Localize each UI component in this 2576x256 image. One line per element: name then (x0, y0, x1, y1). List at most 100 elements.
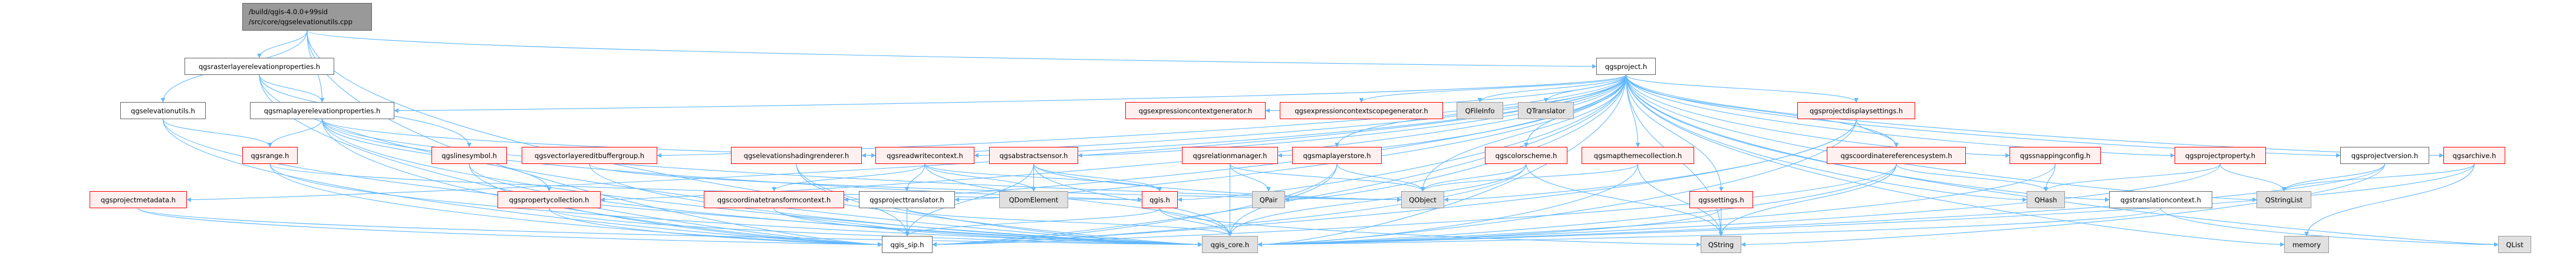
edge-projprop-to-qhash (2043, 163, 2221, 192)
graph-node-label: qgspropertycollection.h (509, 195, 589, 204)
graph-node-colorscheme[interactable]: qgscolorscheme.h (1485, 147, 1567, 164)
graph-node-qhash[interactable]: QHash (2027, 191, 2065, 208)
graph-node-ctctx[interactable]: qgscoordinatetransformcontext.h (704, 191, 844, 208)
edge-archive-to-memory (2304, 163, 2475, 237)
root-node-label-line: /build/qgis-4.0.0+99sid (249, 7, 328, 16)
edge-projver-to-qstring (1741, 163, 2386, 247)
edge-relmgr-to-qobject (1229, 163, 1425, 192)
graph-node-label: QDomElement (1009, 195, 1059, 204)
edge-project-to-memory (1625, 74, 2285, 247)
edge-snapcfg-to-qgiscore (1257, 163, 2056, 247)
graph-node-label: qgsexpressioncontextgenerator.h (1138, 106, 1253, 115)
graph-node-label: qgssnappingconfig.h (2020, 151, 2091, 160)
graph-node-label: qgstranslationcontext.h (2120, 195, 2201, 204)
graph-node-label: QFileInfo (1465, 106, 1495, 115)
edge-project-to-qfileinfo (1477, 74, 1627, 103)
graph-node-label: qgis_sip.h (890, 240, 924, 249)
edge-ctctx-to-qgissip (773, 208, 910, 237)
graph-node-rasterelev[interactable]: qgsrasterlayerelevationproperties.h (185, 58, 334, 75)
edge-archive-to-qstringlist (2281, 163, 2475, 192)
edge-range-to-qgissip (269, 163, 882, 247)
graph-node-label: qgselevationutils.h (131, 106, 195, 115)
edge-project-to-abssensor (1078, 74, 1627, 158)
edge-crs-to-qstring (1718, 163, 1897, 237)
graph-node-crs[interactable]: qgscoordinatereferencesystem.h (1827, 147, 1966, 164)
graph-node-projver[interactable]: qgsprojectversion.h (2340, 147, 2429, 164)
edge-project-to-projver (1625, 74, 2341, 158)
graph-node-label: QHash (2034, 195, 2057, 204)
graph-node-qobject[interactable]: QObject (1401, 191, 1444, 208)
edge-archive-to-qgiscore (1257, 163, 2475, 247)
edge-vleditbuf-to-qobject (589, 163, 1402, 202)
graph-node-projprop[interactable]: qgsprojectproperty.h (2175, 147, 2266, 164)
graph-node-qpair[interactable]: QPair (1252, 191, 1285, 208)
graph-node-abssensor[interactable]: qgsabstractsensor.h (989, 147, 1078, 164)
edge-projmeta-to-qgissip (137, 208, 882, 247)
graph-node-elevshade[interactable]: qgselevationshadingrenderer.h (731, 147, 862, 164)
edge-project-to-settings (1625, 74, 1724, 192)
graph-node-qstringlist[interactable]: QStringList (2257, 191, 2311, 208)
graph-node-archive[interactable]: qgsarchive.h (2443, 147, 2505, 164)
edge-projtrans-to-qgissip (905, 208, 910, 237)
edge-abssensor-to-qgissip (905, 163, 1035, 237)
graph-node-qgissip[interactable]: qgis_sip.h (882, 236, 933, 253)
edge-transctx-to-qgiscore (1257, 208, 2162, 247)
graph-node-memory[interactable]: memory (2284, 236, 2329, 253)
graph-node-mlstore[interactable]: qgsmaplayerstore.h (1292, 147, 1382, 164)
graph-node-relmgr[interactable]: qgsrelationmanager.h (1182, 147, 1278, 164)
graph-node-label: qgselevationshadingrenderer.h (743, 151, 849, 160)
graph-node-label: qgsproject.h (1605, 62, 1648, 71)
graph-node-qstring[interactable]: QString (1701, 236, 1741, 253)
graph-node-label: qgsabstractsensor.h (999, 151, 1068, 160)
graph-node-linesym[interactable]: qgslinesymbol.h (431, 147, 507, 164)
edge-project-to-qgissip (932, 74, 1627, 247)
graph-node-mapthemes[interactable]: qgsmapthemecollection.h (1582, 147, 1694, 164)
graph-node-range[interactable]: qgsrange.h (242, 147, 298, 164)
graph-node-projtrans[interactable]: qgsprojecttranslator.h (859, 191, 955, 208)
edge-mlstore-to-qgissip (932, 163, 1338, 247)
edge-project-to-qobject (1420, 74, 1627, 192)
graph-node-vleditbuf[interactable]: qgsvectorlayereditbuffergroup.h (522, 147, 657, 164)
graph-node-rwctx[interactable]: qgsreadwritecontext.h (875, 147, 974, 164)
graph-node-qtranslator[interactable]: QTranslator (1518, 102, 1574, 119)
root-node-label-line: /src/core/qgselevationutils.cpp (249, 17, 353, 26)
edge-propcoll-to-qgiscore (548, 208, 1203, 247)
graph-node-qgis[interactable]: qgis.h (1142, 191, 1178, 208)
edge-project-to-qpair (1284, 74, 1627, 202)
graph-node-label: qgsrelationmanager.h (1193, 151, 1267, 160)
edge-project-to-projprop (1625, 74, 2175, 158)
edge-rasterelev-to-mlelev (259, 74, 325, 103)
edge-project-to-colorscheme (1524, 74, 1627, 147)
graph-node-qdom[interactable]: QDomElement (999, 191, 1068, 208)
graph-node-exprgen[interactable]: qgsexpressioncontextgenerator.h (1125, 102, 1266, 119)
graph-node-projmeta[interactable]: qgsprojectmetadata.h (90, 191, 187, 208)
graph-node-snapcfg[interactable]: qgssnappingconfig.h (2010, 147, 2101, 164)
edge-mlelev-to-qgis (321, 119, 1142, 202)
graph-node-qlist[interactable]: QList (2498, 236, 2531, 253)
edge-root-to-project (307, 30, 1597, 69)
edge-mapthemes-to-qstring (1637, 163, 1724, 237)
edge-transctx-to-qlist (2160, 208, 2499, 247)
graph-node-settings[interactable]: qgssettings.h (1689, 191, 1753, 208)
edge-crs-to-qhash (1896, 163, 2048, 192)
graph-node-project[interactable]: qgsproject.h (1596, 58, 1656, 75)
edge-root-to-rasterelev (257, 30, 308, 58)
edge-qgis-to-qgissip (905, 208, 1161, 237)
edge-mlstore-to-qobject (1336, 163, 1425, 192)
graph-node-transctx[interactable]: qgstranslationcontext.h (2109, 191, 2212, 208)
graph-node-elevutils[interactable]: qgselevationutils.h (120, 102, 206, 119)
graph-node-mlelev[interactable]: qgsmaplayerelevationproperties.h (250, 102, 394, 119)
edge-project-to-exprscope (1359, 74, 1627, 103)
graph-node-projdisp[interactable]: qgsprojectdisplaysettings.h (1797, 102, 1915, 119)
edge-elevshade-to-qgissip (796, 163, 910, 237)
graph-node-qgiscore[interactable]: qgis_core.h (1202, 236, 1258, 253)
edge-projdisp-to-qgiscore (1257, 119, 1857, 247)
edge-project-to-qstringlist (1625, 74, 2257, 202)
graph-node-root[interactable]: /build/qgis-4.0.0+99sid/src/core/qgselev… (242, 3, 372, 31)
graph-node-exprscope[interactable]: qgsexpressioncontextscopegenerator.h (1280, 102, 1443, 119)
graph-node-qfileinfo[interactable]: QFileInfo (1457, 102, 1503, 119)
graph-node-propcoll[interactable]: qgspropertycollection.h (498, 191, 601, 208)
edge-settings-to-qgiscore (1257, 208, 1722, 247)
edge-project-to-mlelev (394, 74, 1627, 113)
